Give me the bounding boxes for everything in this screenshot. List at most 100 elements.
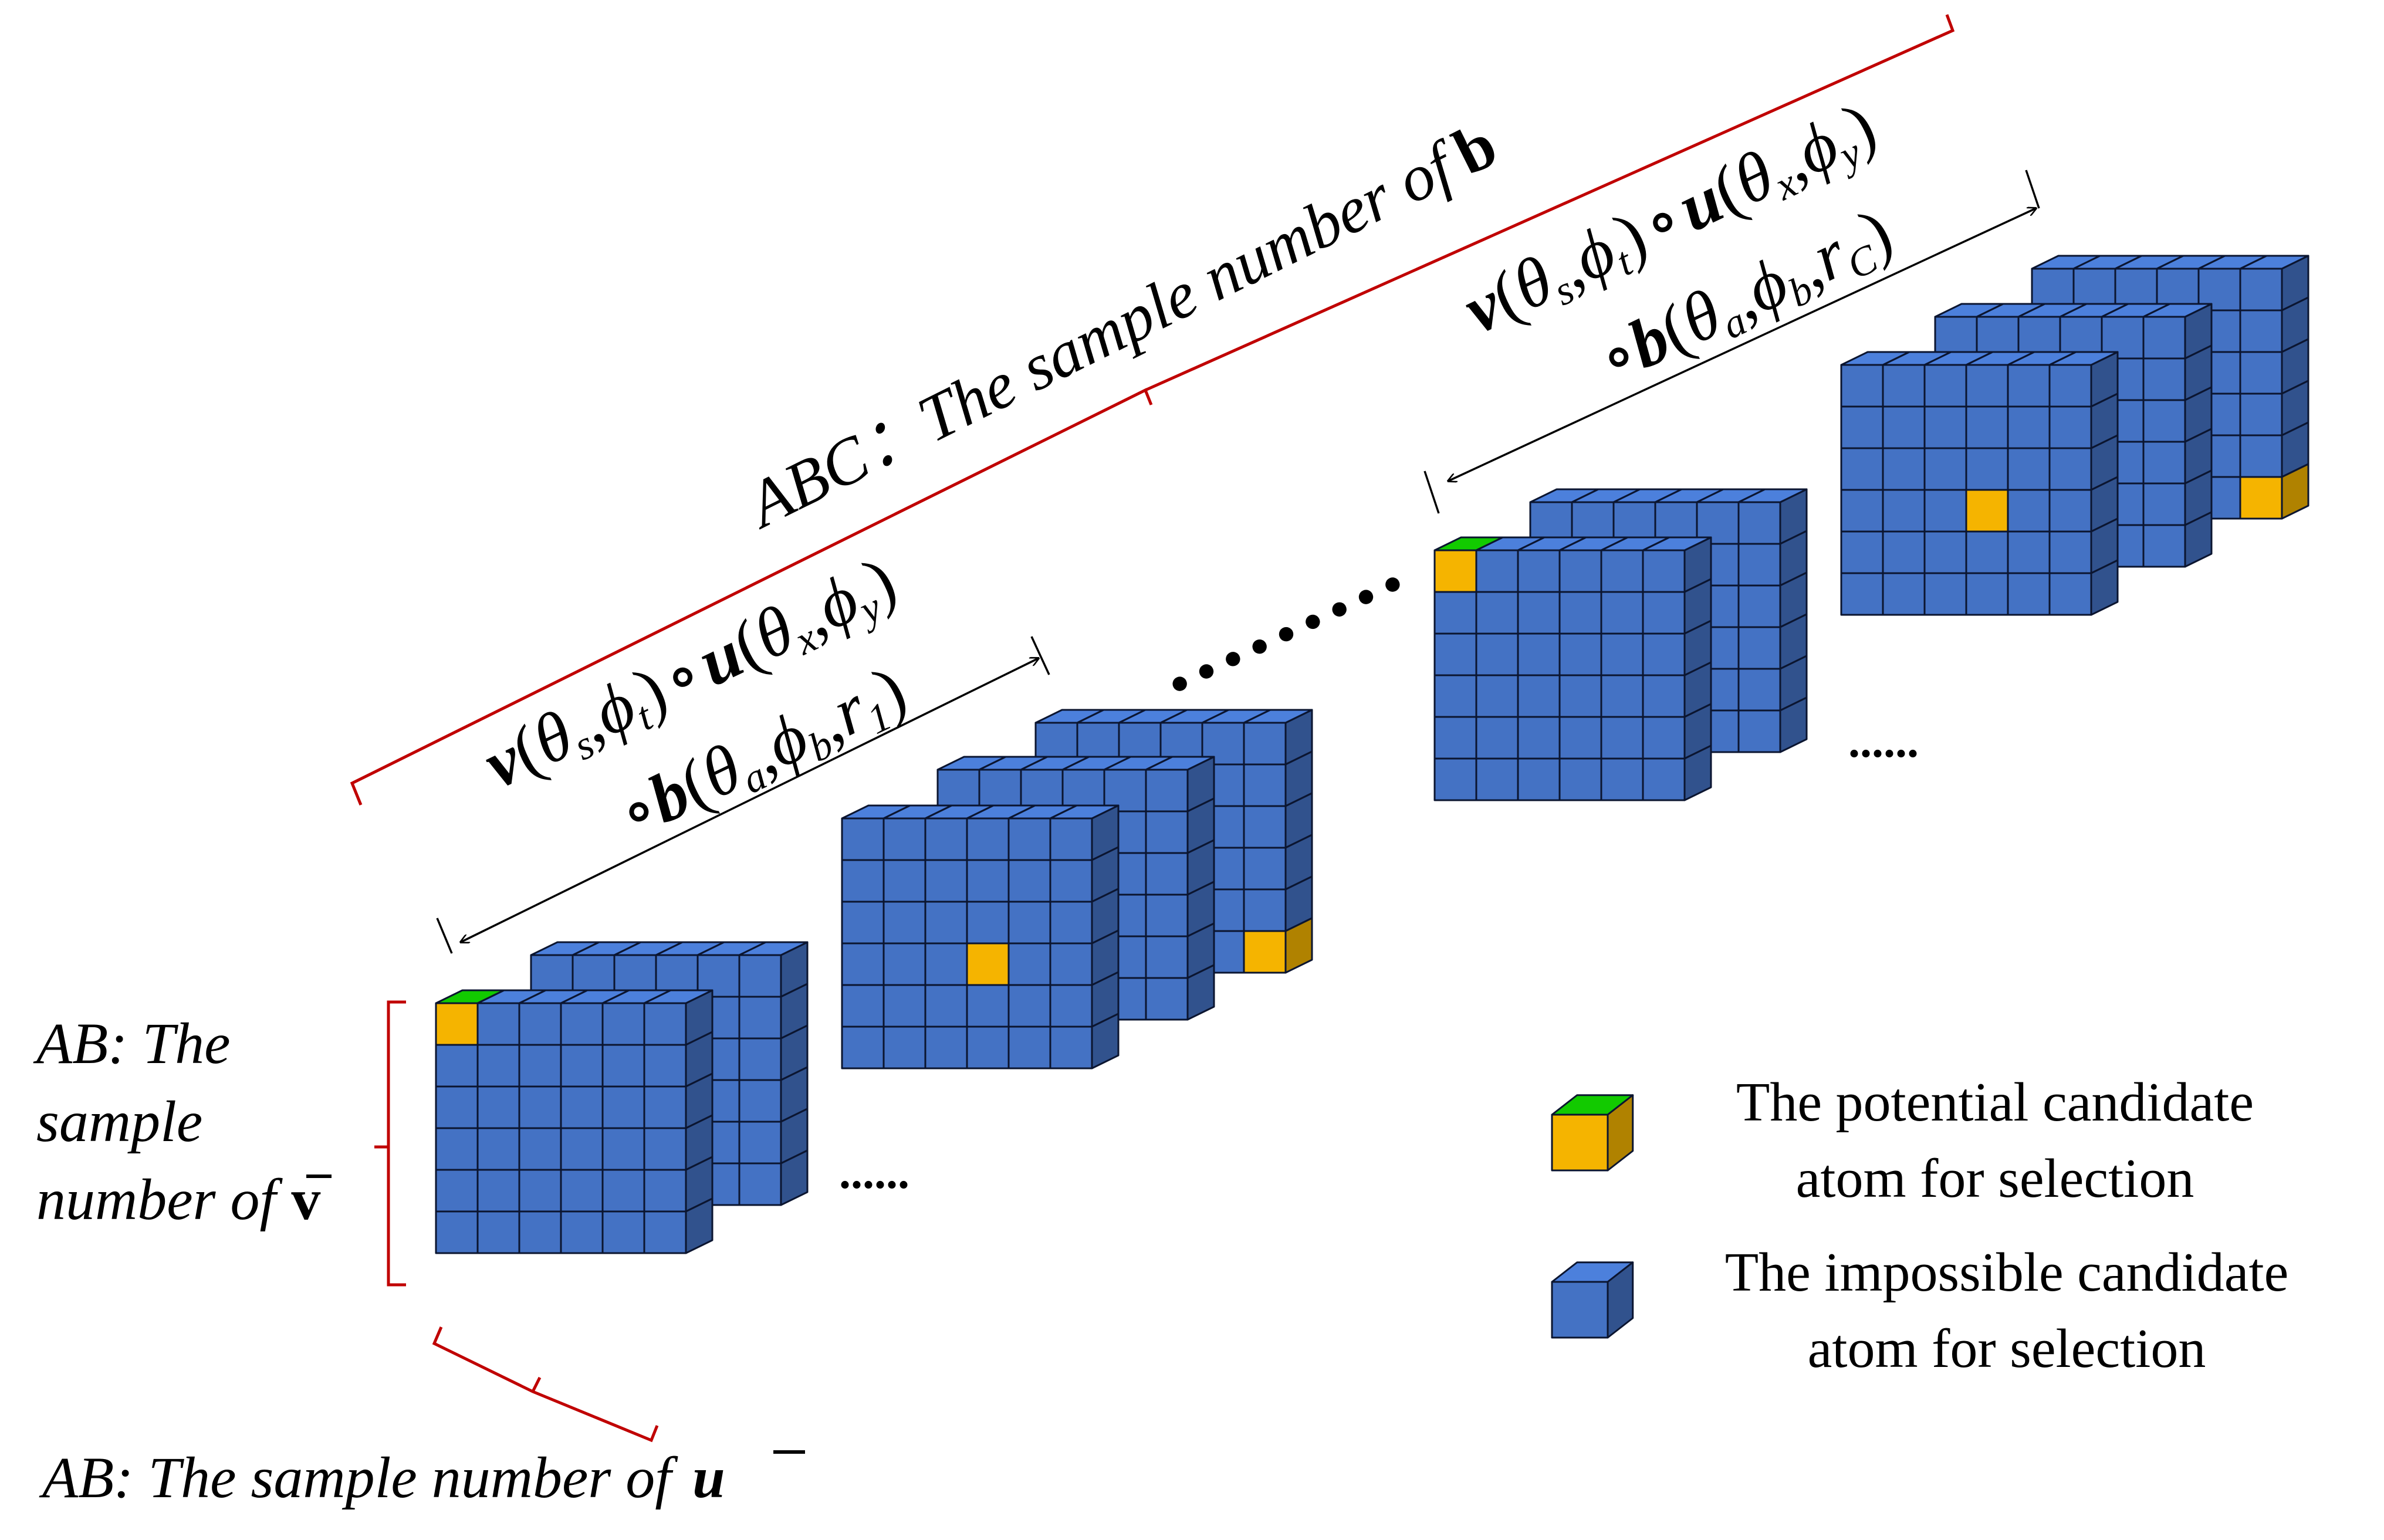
atom-cube (966, 1025, 1010, 1069)
atom-cube (1475, 591, 1519, 635)
atom-cube (518, 1127, 562, 1171)
atom-cube (1558, 549, 1602, 593)
atom-cube (601, 1002, 645, 1046)
cube-layer (1840, 351, 2119, 616)
atom-cube (966, 817, 1010, 861)
atom-cube (476, 1002, 520, 1046)
atom-cube (841, 1025, 885, 1069)
atom-cube (1965, 572, 2009, 616)
atom-cube (1145, 935, 1189, 979)
atom-cube (2239, 434, 2283, 478)
cube-layer (1433, 536, 1712, 801)
svg-text:number ofv: number ofv (36, 1167, 320, 1232)
atom-cube (841, 942, 885, 986)
atom-cube (738, 1162, 782, 1206)
atom-cube (924, 942, 968, 986)
atom-cube (1475, 757, 1519, 801)
atom-cube (560, 1127, 604, 1171)
atom-cube (2007, 364, 2051, 408)
atom-cube (1600, 632, 1644, 676)
atom-cube (518, 1044, 562, 1088)
atom-cube (1642, 549, 1686, 593)
atom-cube (1243, 722, 1287, 766)
atom-cube (2048, 489, 2092, 533)
atom-cube (1600, 757, 1644, 801)
atom-cube (2239, 392, 2283, 436)
legend-impossible-line1: The impossible candidate (1725, 1242, 2289, 1303)
atom-cube (924, 817, 968, 861)
atom-cube (1007, 942, 1051, 986)
atom-cube (1923, 530, 1967, 574)
atom-cube (2048, 447, 2092, 491)
atom-cube (2048, 405, 2092, 449)
atom-cube (2007, 405, 2051, 449)
atom-cube (1737, 668, 1781, 712)
atom-cube (435, 1002, 479, 1046)
ab-u-brace (432, 1326, 659, 1443)
atom-cube (882, 942, 926, 986)
atom-cube (1145, 977, 1189, 1021)
svg-text:AB: The: AB: The (33, 1011, 230, 1076)
atom-cube (435, 1169, 479, 1213)
atom-cube (1923, 364, 1967, 408)
ab-v-brace (374, 1000, 406, 1287)
atom-cube (2142, 482, 2186, 526)
atom-cube (1600, 591, 1644, 635)
atom-cube (1007, 859, 1051, 903)
atom-cube (2007, 489, 2051, 533)
atom-cube (560, 1044, 604, 1088)
atom-cube (1049, 901, 1093, 945)
atom-cube (1737, 709, 1781, 753)
abc-label: ABC：The sample number ofb (733, 108, 1508, 543)
atom-cube (2007, 572, 2051, 616)
atom-cube (1475, 716, 1519, 760)
atom-cube (1007, 1025, 1051, 1069)
atom-cube (1243, 805, 1287, 849)
atom-grids (435, 255, 2309, 1254)
legend-candidate-cube (1551, 1094, 1634, 1172)
atom-cube (560, 1085, 604, 1129)
atom-cube (1642, 716, 1686, 760)
middle-dots: ········· (1146, 534, 1426, 734)
left-group-dots: ...... (839, 1147, 909, 1199)
atom-cube (1923, 447, 1967, 491)
atom-cube (841, 817, 885, 861)
atom-cube (1965, 405, 2009, 449)
atom-cube (1965, 364, 2009, 408)
atom-cube (643, 1002, 687, 1046)
atom-cube (1840, 489, 1884, 533)
atom-cube (738, 954, 782, 998)
atom-cube (560, 1169, 604, 1213)
atom-cube (643, 1169, 687, 1213)
atom-cube (2239, 268, 2283, 312)
legend-candidate-line2: atom for selection (1796, 1148, 2194, 1209)
atom-cube (476, 1085, 520, 1129)
legend-impossible-line2: atom for selection (1808, 1318, 2206, 1379)
atom-cube (1882, 489, 1926, 533)
atom-cube (924, 859, 968, 903)
atom-cube (1433, 591, 1477, 635)
atom-cube (1600, 549, 1644, 593)
atom-cube (738, 1079, 782, 1123)
atom-cube (1600, 674, 1644, 718)
left-group-arrow (436, 636, 1050, 954)
atom-cube (966, 859, 1010, 903)
atom-cube (738, 1037, 782, 1081)
atom-cube (2142, 399, 2186, 443)
atom-cube (1558, 757, 1602, 801)
atom-cube (1049, 1025, 1093, 1069)
atom-cube (1965, 489, 2009, 533)
right-group-dots: ...... (1848, 716, 1919, 767)
atom-cube (2048, 530, 2092, 574)
atom-cube (924, 901, 968, 945)
atom-cube (841, 901, 885, 945)
atom-cube (518, 1210, 562, 1254)
atom-cube (924, 984, 968, 1028)
atom-cube (1882, 572, 1926, 616)
atom-cube (2239, 309, 2283, 353)
atom-cube (643, 1210, 687, 1254)
atom-cube (1243, 763, 1287, 807)
atom-cube (435, 1210, 479, 1254)
atom-cube (1517, 632, 1561, 676)
svg-text:AB: The sample number ofu: AB: The sample number ofu (39, 1445, 725, 1510)
